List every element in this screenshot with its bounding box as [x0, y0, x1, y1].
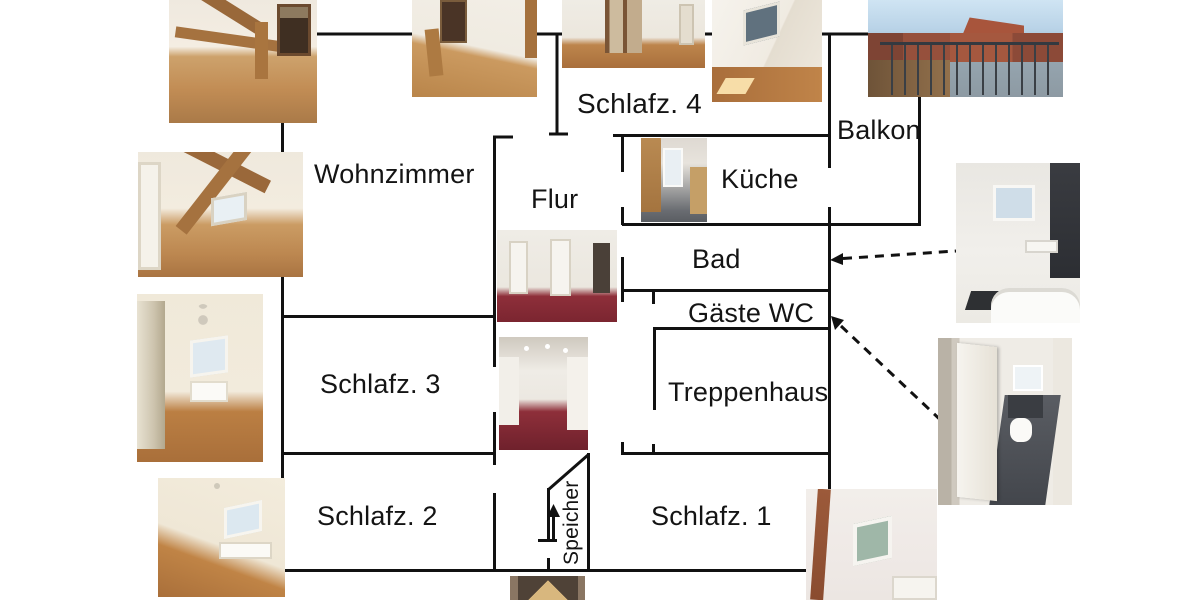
wall-graphic: [499, 357, 519, 426]
label-schlafz3: Schlafz. 3: [320, 369, 441, 399]
speicher-up-arrow: [547, 504, 560, 540]
label-bad: Bad: [692, 244, 741, 274]
flur-corridor-photo: [499, 337, 588, 450]
railing-graphic: [879, 41, 1060, 96]
skylight-graphic: [853, 515, 893, 567]
label-kueche: Küche: [721, 164, 799, 194]
room-with-post-photo: [412, 0, 537, 97]
label-treppenhaus: Treppenhaus: [668, 377, 829, 407]
toilet-graphic: [1010, 418, 1032, 442]
window-graphic: [993, 185, 1036, 221]
door-graphic: [593, 242, 610, 293]
label-schlafz1: Schlafz. 1: [651, 501, 772, 531]
flur-doors-photo: [497, 230, 617, 322]
arrow-bad-photo-link: [830, 249, 957, 265]
wohnzimmer-photo: [138, 152, 303, 277]
arrow-wc-photo-link: [831, 316, 951, 430]
schlafz3-photo: [137, 294, 263, 462]
schlafz2-photo: [158, 478, 285, 597]
door-graphic: [509, 241, 529, 295]
window-graphic: [189, 335, 228, 378]
kueche-photo: [641, 138, 707, 222]
schlafz4-photo: [712, 0, 822, 102]
skylight-graphic: [210, 191, 247, 226]
post-graphic: [254, 22, 268, 79]
spotlight-graphic: [523, 346, 529, 352]
window-graphic: [224, 500, 263, 540]
beam-graphic: [174, 26, 286, 53]
balkon-photo: [868, 0, 1063, 97]
beam-graphic: [810, 489, 831, 600]
window-graphic: [663, 148, 684, 187]
skylight-graphic: [742, 1, 781, 46]
attic-room-beams-photo: [169, 0, 317, 123]
door-graphic: [138, 162, 162, 270]
label-balkon: Balkon: [837, 115, 921, 145]
lamp-graphic: [213, 482, 220, 489]
schlafz1-photo: [806, 489, 937, 600]
wall-graphic: [1053, 338, 1072, 505]
window-graphic: [1013, 364, 1043, 392]
spotlight-graphic: [545, 343, 551, 349]
wall-graphic: [1007, 394, 1043, 419]
gaeste-wc-photo: [938, 338, 1072, 505]
bathtub-graphic: [990, 287, 1080, 323]
label-schlafz2: Schlafz. 2: [317, 501, 438, 531]
door-graphic: [549, 239, 572, 297]
window-graphic: [277, 4, 311, 56]
radiator-graphic: [189, 381, 228, 402]
sink-graphic: [1025, 239, 1058, 253]
label-flur: Flur: [531, 184, 579, 214]
radiator-graphic: [218, 542, 273, 559]
label-wohnzimmer: Wohnzimmer: [314, 159, 475, 189]
mirror-door-graphic: [137, 300, 165, 449]
wardrobe-graphic: [604, 0, 643, 54]
window-graphic: [439, 0, 467, 43]
bad-photo: [956, 163, 1080, 323]
wall-graphic: [566, 357, 588, 430]
chandelier-graphic: [194, 304, 211, 329]
door-graphic: [679, 4, 694, 45]
door-graphic: [956, 342, 997, 501]
cabinet-graphic: [689, 166, 707, 214]
beam-graphic: [524, 0, 537, 59]
cabinet-graphic: [641, 138, 661, 212]
glass-panel-graphic: [1050, 163, 1080, 279]
label-speicher: Speicher: [560, 480, 583, 565]
label-gaeste-wc: Gäste WC: [688, 298, 815, 328]
hallway-wardrobe-photo: [562, 0, 705, 68]
spotlight-graphic: [563, 348, 569, 354]
label-schlafz4: Schlafz. 4: [577, 88, 702, 119]
gable-beams-graphic: [517, 576, 578, 600]
radiator-graphic: [892, 575, 937, 600]
speicher-photo: [510, 576, 585, 600]
